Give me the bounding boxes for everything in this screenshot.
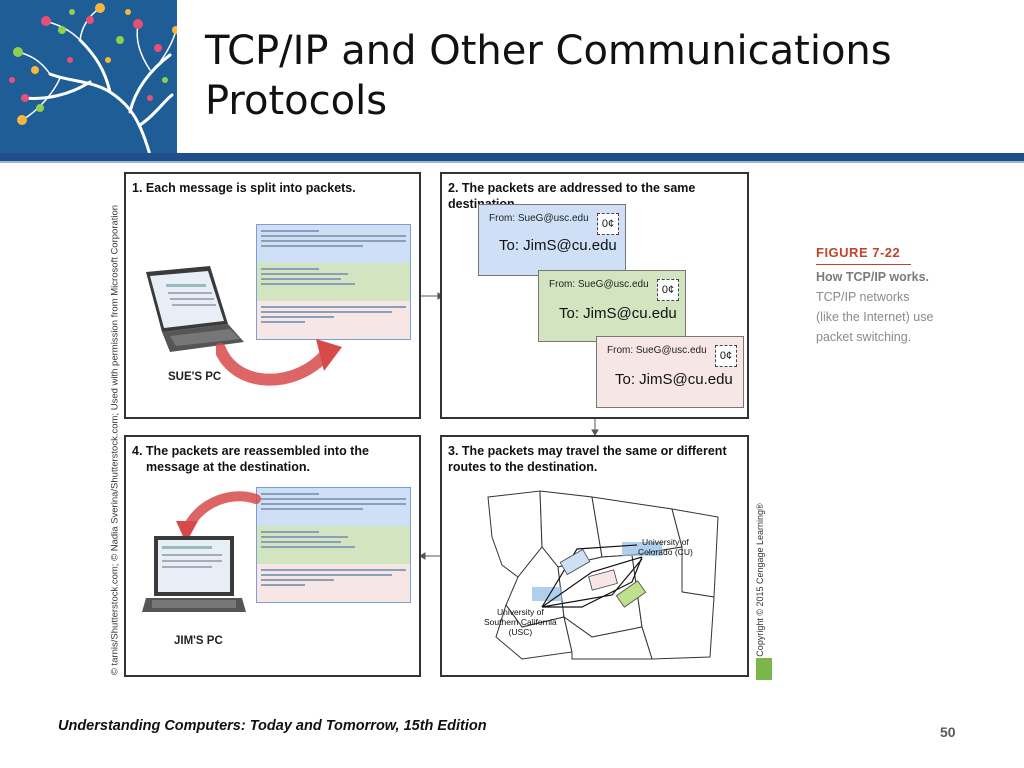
slide-title-line-1: TCP/IP and Other Communications [205,28,892,74]
slide-title: TCP/IP and Other Communications Protocol… [205,26,1005,126]
sender-label: SUE'S PC [168,371,222,383]
panel-1-title: 1. Each message is split into packets. [132,181,356,195]
map-origin-label: University of Southern California (USC) [484,607,557,637]
footer-book-title: Understanding Computers: Today and Tomor… [58,718,487,734]
title-divider-accent [0,161,1024,163]
message-document [256,224,411,340]
reassemble-arrow-icon [176,491,261,543]
sender-laptop-icon [146,266,244,352]
stamp-icon: 0¢ [715,345,737,367]
reassembled-message [256,487,411,603]
caption-heading: How TCP/IP works. [816,270,929,284]
green-accent-mark [752,658,772,698]
caption-line: (like the Internet) use [816,310,934,324]
packet-envelope-green: From: SueG@usc.edu To: JimS@cu.edu 0¢ [538,270,686,342]
packet-envelope-pink: From: SueG@usc.edu To: JimS@cu.edu 0¢ [596,336,744,408]
stamp-icon: 0¢ [657,279,679,301]
panel-split-packets: 1. Each message is split into packets. S… [124,172,421,419]
figure-number: FIGURE 7-22 [816,245,901,260]
panel-reassemble: 4. The packets are reassembled into the … [124,435,421,677]
panel-travel-routes: 3. The packets may travel the same or di… [440,435,749,677]
receiver-laptop-icon [142,536,246,612]
packet-envelope-blue: From: SueG@usc.edu To: JimS@cu.edu 0¢ [478,204,626,276]
split-arrow-icon [216,339,342,386]
map-destination-label: University of Colorado (CU) [638,537,693,557]
caption-rule [816,264,911,265]
page-number: 50 [940,724,956,740]
panel-4-title: 4. The packets are reassembled into the … [132,444,369,474]
tree-logo-artwork [0,0,177,155]
stamp-icon: 0¢ [597,213,619,235]
figure-caption: FIGURE 7-22 How TCP/IP works. TCP/IP net… [816,243,976,347]
panel-3-title: 3. The packets may travel the same or di… [448,444,727,474]
caption-line: TCP/IP networks [816,290,910,304]
us-southwest-map [487,490,719,660]
slide-title-line-2: Protocols [205,78,388,124]
panel-address-packets: 2. The packets are addressed to the same… [440,172,749,419]
receiver-label: JIM'S PC [174,635,223,647]
caption-line: packet switching. [816,330,912,344]
title-divider [0,153,1024,161]
